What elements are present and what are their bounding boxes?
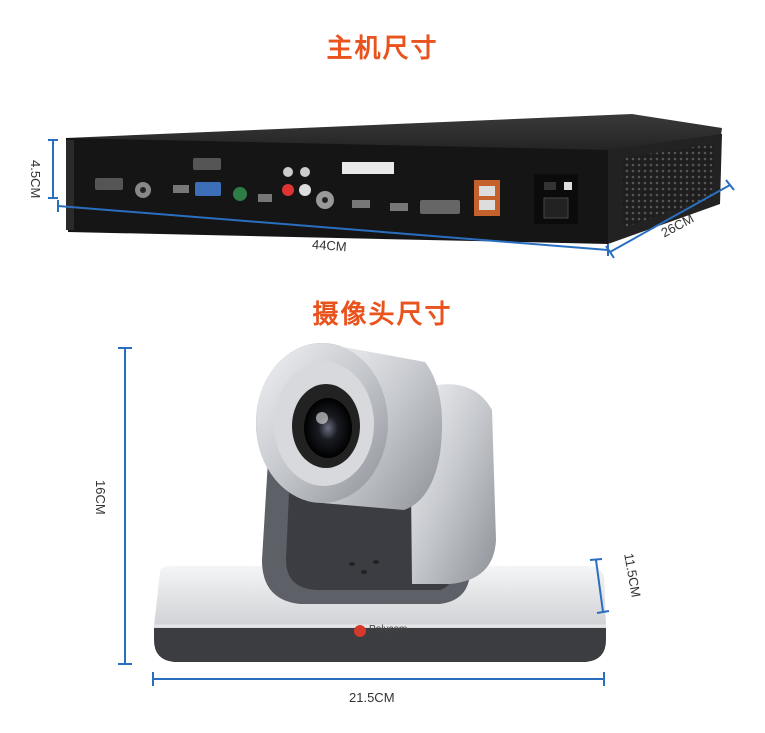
host-depth-dimension <box>605 179 735 259</box>
camera-width-label: 21.5CM <box>349 690 395 705</box>
camera-width-dimension <box>152 672 605 686</box>
host-height-label: 4.5CM <box>28 160 43 199</box>
camera-unit <box>154 343 606 662</box>
rear-ports <box>95 158 578 224</box>
host-dimensions-title: 主机尺寸 <box>326 34 439 64</box>
polycom-brand-text: Polycom <box>369 624 408 635</box>
host-height-dimension <box>48 139 58 199</box>
host-unit <box>66 114 722 244</box>
host-width-label: 44CM <box>311 236 348 255</box>
camera-height-dimension <box>118 347 132 665</box>
camera-base-height-dimension <box>589 558 610 614</box>
polycom-logo-icon <box>354 625 366 637</box>
camera-height-label: 16CM <box>93 480 108 515</box>
camera-dimensions-title: 摄像头尺寸 <box>312 300 453 330</box>
